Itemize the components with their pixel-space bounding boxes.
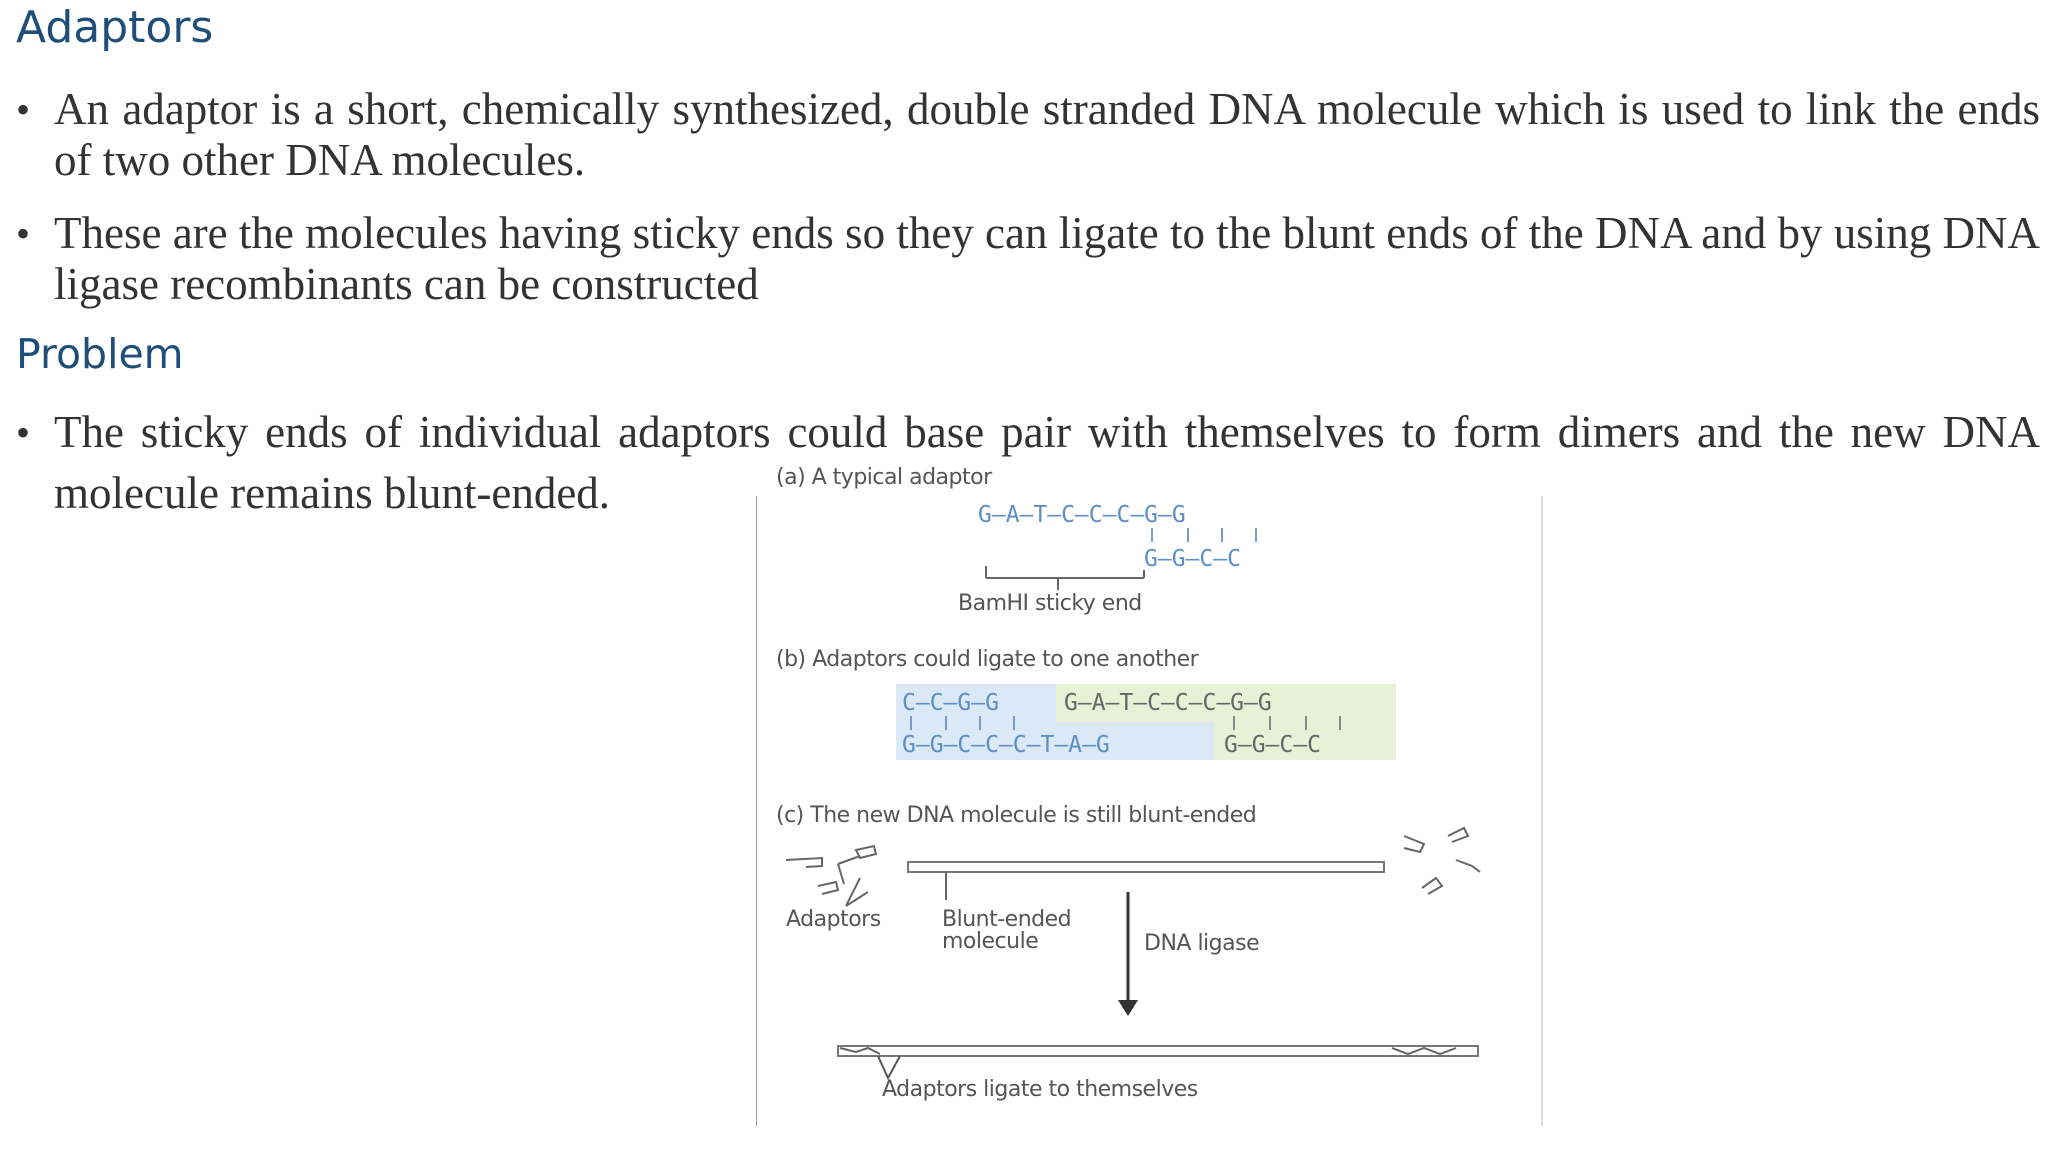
- panel-a-bottom-strand: G–G–C–C: [1144, 546, 1241, 572]
- section-title-problem: Problem: [16, 330, 184, 378]
- bullet-text: These are the molecules having sticky en…: [54, 208, 2040, 309]
- panel-b-bottom-right-strand: G–G–C–C: [1224, 732, 1321, 758]
- panel-b-bottom-left-strand: G–G–C–C–C–T–A–G: [902, 732, 1110, 758]
- bullet-marker: •: [16, 211, 31, 256]
- blunt-ended-label-line1: Blunt-ended: [942, 907, 1071, 932]
- adaptor-diagram-svg: (a) A typical adaptor G–A–T–C–C–C–G–G G–…: [756, 466, 1543, 1126]
- section-title-adaptors: Adaptors: [16, 2, 214, 53]
- bullet-text: The sticky ends of individual adaptors c…: [54, 407, 2040, 518]
- panel-b-label: (b) Adaptors could ligate to one another: [776, 647, 1200, 672]
- bullet-adaptor-definition: • An adaptor is a short, chemically synt…: [16, 84, 2040, 186]
- adaptors-label: Adaptors: [786, 907, 881, 932]
- green-adaptor-box-top: [1056, 684, 1396, 722]
- dna-ligase-label: DNA ligase: [1144, 931, 1259, 956]
- ligase-arrow-head: [1118, 1000, 1138, 1016]
- sticky-end-bracket: [985, 566, 1145, 590]
- free-adaptors-right: [1403, 826, 1481, 895]
- adaptor-diagram: (a) A typical adaptor G–A–T–C–C–C–G–G G–…: [756, 466, 1556, 1126]
- panel-b-bonds: [910, 716, 1341, 730]
- ligated-adaptor-ends: [839, 1046, 1457, 1056]
- blue-adaptor-box-bottom: [896, 722, 1214, 760]
- ligated-molecule: [837, 1045, 1479, 1057]
- panel-a-top-strand: G–A–T–C–C–C–G–G: [978, 502, 1186, 528]
- blunt-ended-label-line2: molecule: [942, 929, 1038, 954]
- panel-b-top-left-strand: C–C–G–G: [902, 690, 999, 716]
- panel-b-top-right-strand: G–A–T–C–C–C–G–G: [1064, 690, 1272, 716]
- panel-a-label: (a) A typical adaptor: [776, 466, 993, 490]
- bullet-sticky-ends: • These are the molecules having sticky …: [16, 208, 2040, 310]
- bullet-marker: •: [16, 87, 31, 132]
- panel-c-label: (c) The new DNA molecule is still blunt-…: [776, 803, 1256, 828]
- blunt-ended-molecule: [907, 861, 1385, 873]
- free-adaptors-left: [785, 844, 878, 907]
- bullet-marker: •: [16, 410, 31, 455]
- result-pointer: [877, 1055, 901, 1081]
- bullet-text: An adaptor is a short, chemically synthe…: [54, 84, 2040, 185]
- panel-a-sticky-label: BamHI sticky end: [958, 591, 1142, 616]
- blue-adaptor-box-top: [896, 684, 1056, 722]
- bullet-problem: • The sticky ends of individual adaptors…: [16, 402, 2040, 524]
- panel-a-bonds: [1151, 528, 1257, 542]
- result-label: Adaptors ligate to themselves: [882, 1077, 1198, 1102]
